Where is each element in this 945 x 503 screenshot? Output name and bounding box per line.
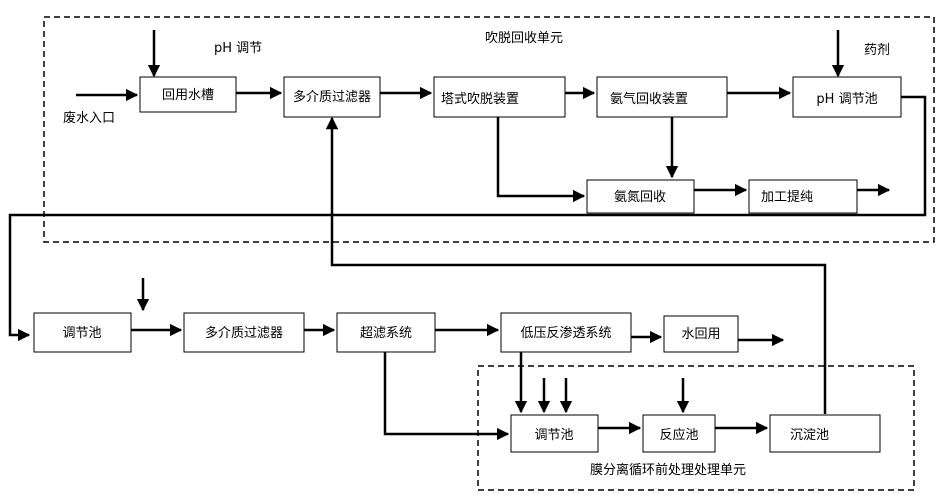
reaction-tank-label: 反应池 — [659, 427, 698, 443]
recycle-tank-label: 回用水槽 — [162, 88, 214, 103]
recycle-tank-node: 回用水槽 — [139, 76, 237, 113]
ammonia-device-node: 氨气回收装置 — [596, 76, 728, 118]
top-filter-node: 多介质过滤器 — [283, 76, 381, 118]
sedimentation-tank-label: 沉淀池 — [790, 428, 829, 443]
stripping-unit-title: 吹脱回收单元 — [485, 31, 563, 46]
recycle-line-to-filter — [325, 116, 827, 414]
stripping-unit-region — [43, 16, 935, 243]
chemicals-note: 药剂 — [864, 43, 890, 58]
middle-adjust-tank-label: 调节池 — [62, 326, 101, 341]
water-reuse-label: 水回用 — [681, 327, 720, 342]
return-line-to-adjust-tank — [8, 95, 927, 342]
arrow-stripper-to-recovery — [496, 117, 586, 203]
connectors — [8, 30, 927, 441]
low-pressure-ro-node: 低压反渗透系统 — [500, 312, 632, 353]
ph-tank-node: pH 调节池 — [792, 76, 902, 118]
ph-tank-label: pH 调节池 — [816, 92, 877, 107]
ultrafiltration-node: 超滤系统 — [336, 312, 436, 353]
stripping-tower-node: 塔式吹脱装置 — [433, 76, 566, 118]
purification-label: 加工提纯 — [761, 189, 813, 205]
stripping-tower-label: 塔式吹脱装置 — [441, 92, 519, 107]
middle-filter-node: 多介质过滤器 — [183, 312, 305, 353]
ultrafiltration-label: 超滤系统 — [360, 326, 412, 341]
sedimentation-tank-node: 沉淀池 — [769, 414, 881, 453]
purification-node: 加工提纯 — [748, 179, 858, 214]
top-filter-label: 多介质过滤器 — [293, 89, 371, 105]
low-pressure-ro-label: 低压反渗透系统 — [520, 326, 611, 341]
ph-adjust-note: pH 调节 — [214, 41, 262, 56]
middle-adjust-tank-node: 调节池 — [33, 312, 132, 353]
water-reuse-node: 水回用 — [663, 315, 739, 353]
bottom-adjust-tank-node: 调节池 — [510, 414, 599, 453]
middle-filter-label: 多介质过滤器 — [205, 325, 283, 341]
bottom-adjust-tank-label: 调节池 — [534, 428, 573, 443]
ammonium-recovery-node: 氨氮回收 — [586, 179, 695, 214]
ammonium-recovery-label: 氨氮回收 — [614, 190, 666, 205]
arrow-uf-to-bottom-adjust — [383, 351, 510, 441]
membrane-unit-title: 膜分离循环前处理处理单元 — [590, 462, 746, 478]
ammonia-device-label: 氨气回收装置 — [610, 91, 688, 107]
inlet-note: 废水入口 — [63, 110, 115, 126]
reaction-tank-node: 反应池 — [642, 414, 716, 453]
